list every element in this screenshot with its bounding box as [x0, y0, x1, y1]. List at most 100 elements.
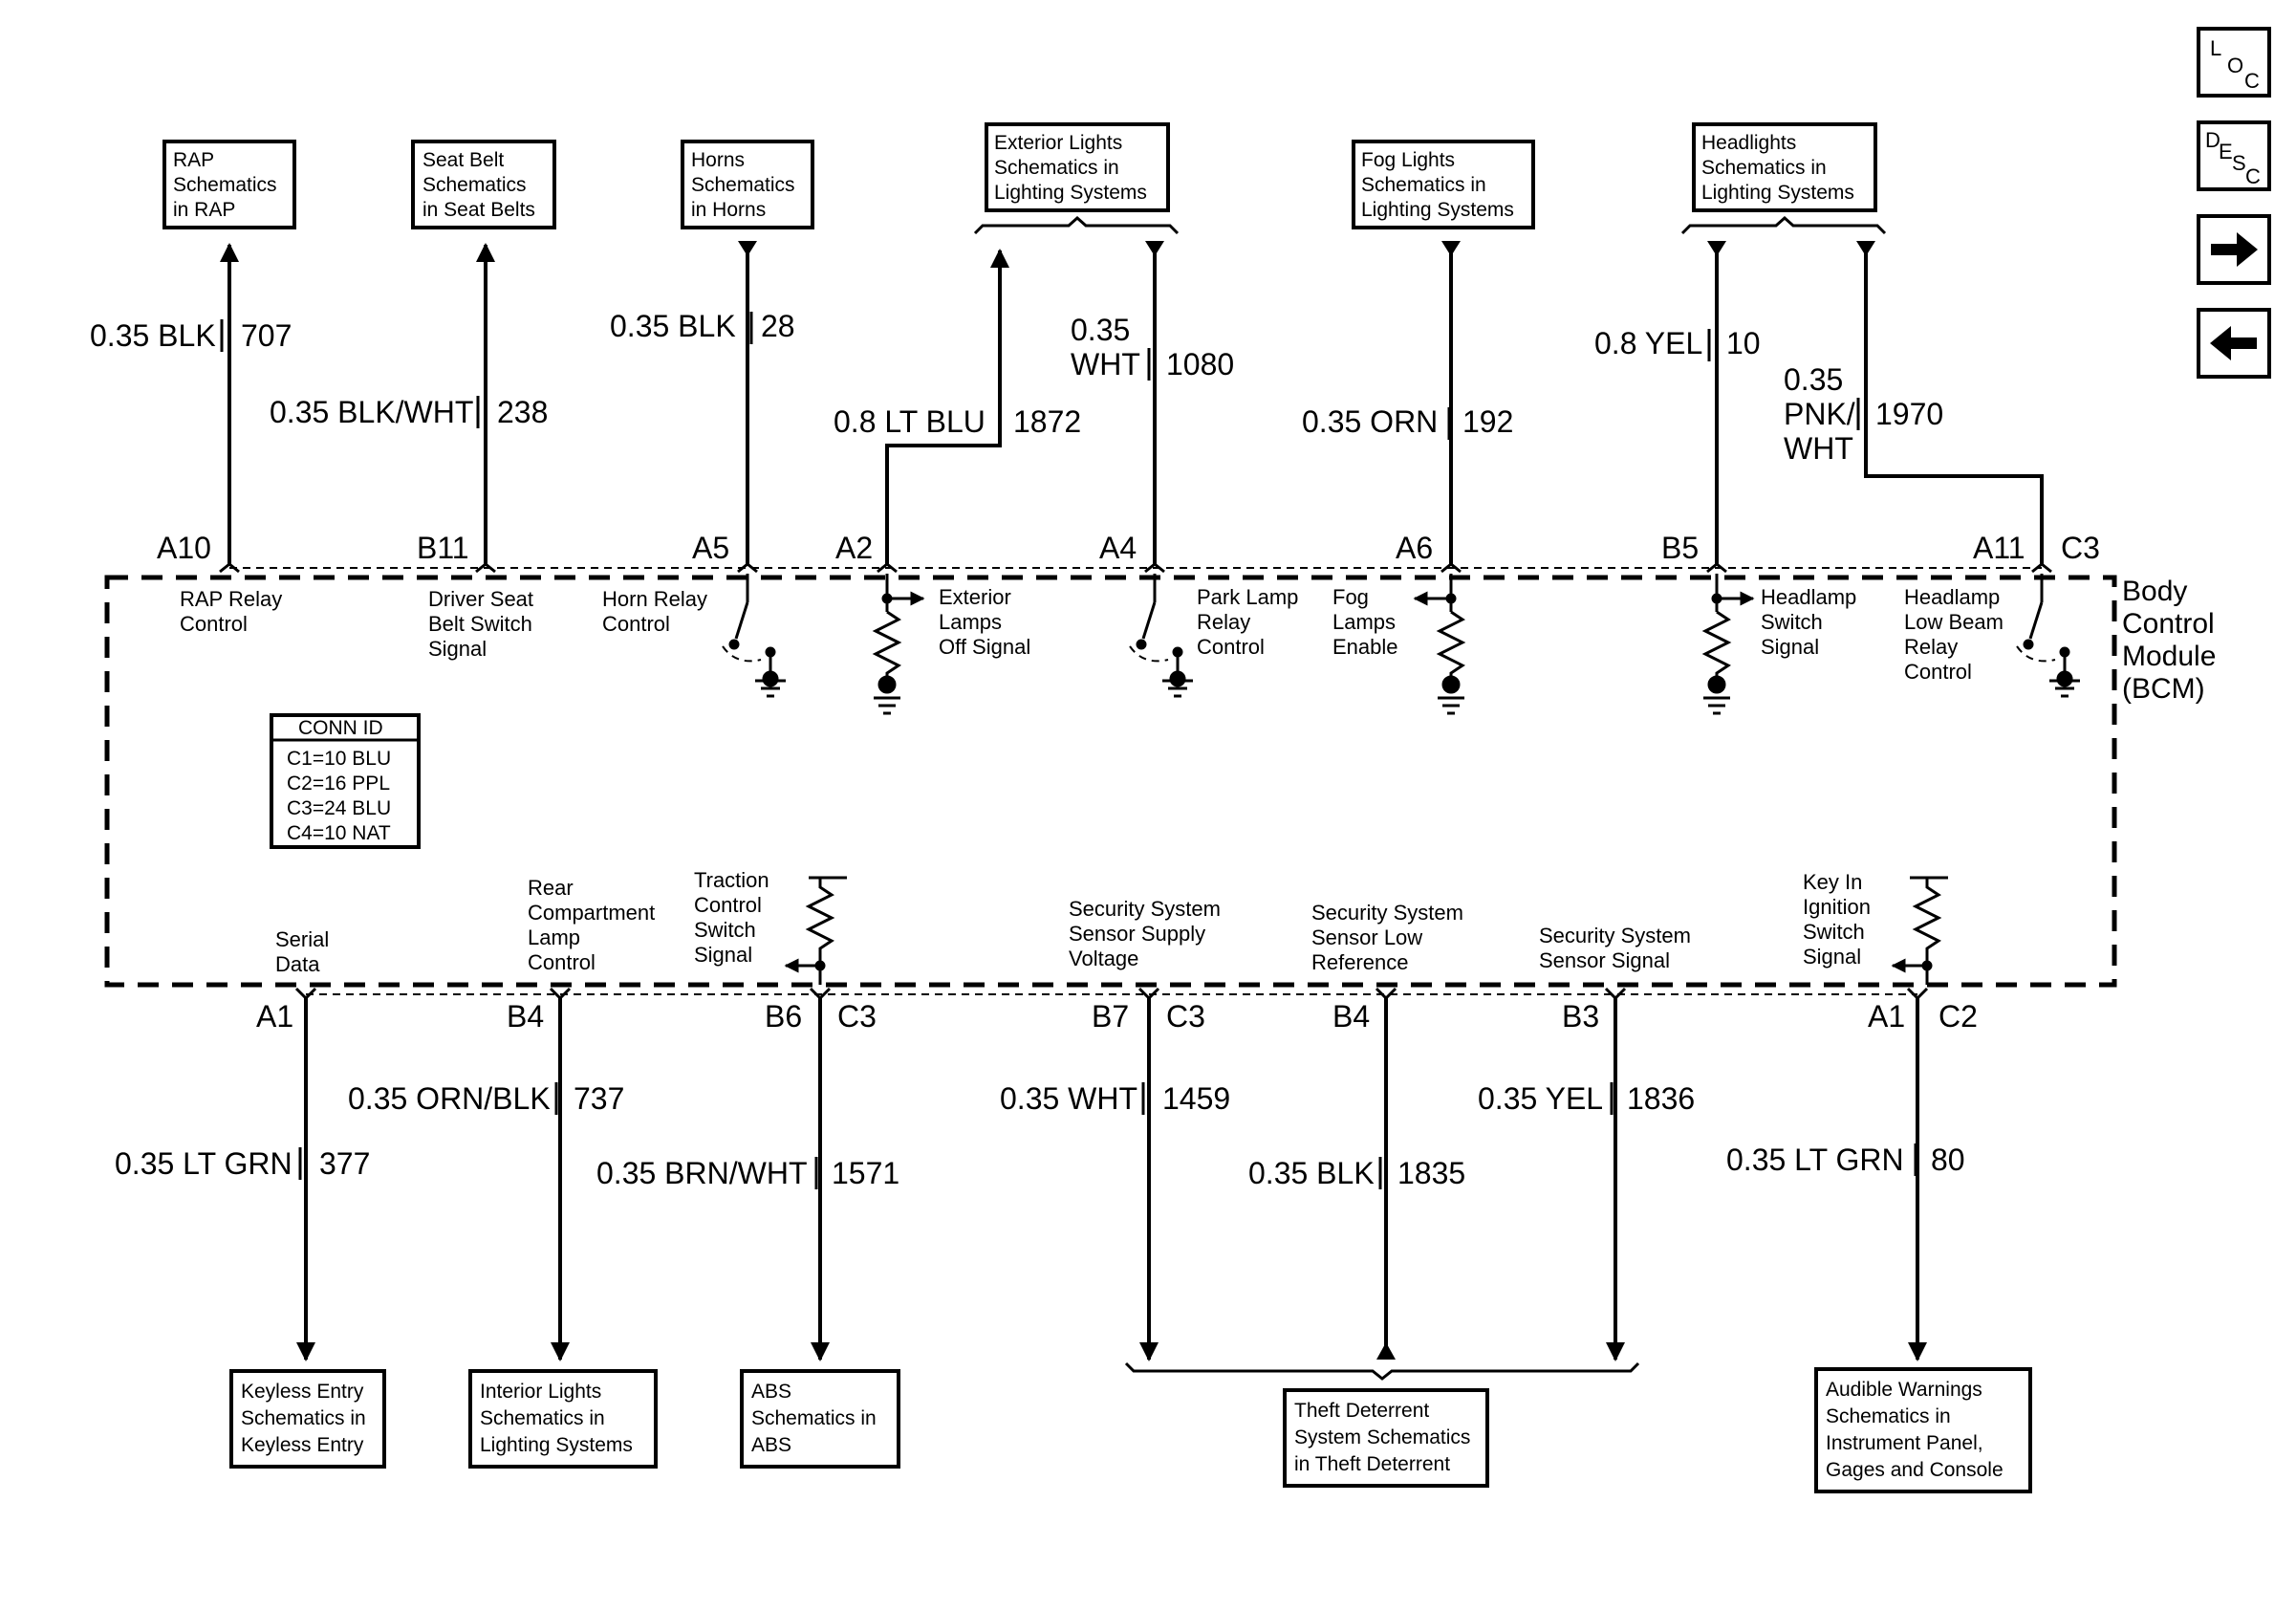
exterior-lamps-input-symbol [872, 574, 925, 715]
loc-button[interactable]: L O C [2197, 27, 2271, 98]
pin-b3: B3 [1562, 999, 1599, 1034]
wire-707-size: 0.35 BLK [90, 318, 216, 353]
signal-horn-relay: Horn Relay Control [602, 587, 707, 636]
wire-1872-circuit: 1872 [1013, 404, 1081, 439]
svg-text:Switch: Switch [1761, 610, 1823, 634]
wire-1836: B3 0.35 YEL 1836 [1478, 998, 1695, 1361]
svg-text:RAP: RAP [173, 149, 214, 171]
conn-c3-top: C3 [2061, 531, 2100, 565]
conn-c2: C2 [1939, 999, 1978, 1034]
wire-80-circuit: 80 [1931, 1143, 1965, 1177]
svg-text:Traction: Traction [694, 868, 769, 892]
keyless-entry-schematics-box[interactable]: Keyless Entry Schematics in Keyless Entr… [229, 1369, 386, 1469]
seatbelt-schematics-box[interactable]: Seat Belt Schematics in Seat Belts [411, 140, 556, 229]
wire-377-circuit: 377 [319, 1146, 370, 1181]
wire-192-circuit: 192 [1462, 404, 1513, 439]
svg-text:D: D [2205, 128, 2220, 152]
abs-schematics-box[interactable]: ABS Schematics in ABS [740, 1369, 900, 1469]
pin-a6: A6 [1396, 531, 1433, 565]
key-in-pullup-symbol [1891, 876, 1948, 985]
wire-1459-size: 0.35 WHT [1000, 1081, 1137, 1116]
svg-text:Schematics in: Schematics in [751, 1407, 877, 1429]
wire-1571-size: 0.35 BRN/WHT [596, 1156, 807, 1190]
prev-page-button[interactable] [2197, 308, 2271, 379]
wire-1872-size: 0.8 LT BLU [834, 404, 986, 439]
signal-exterior-lamps: Exterior Lamps Off Signal [939, 585, 1030, 659]
pin-b7: B7 [1092, 999, 1129, 1034]
pin-b11: B11 [417, 531, 469, 565]
headlights-brace [1680, 215, 1887, 235]
wire-377: A1 0.35 LT GRN 377 [115, 998, 370, 1361]
pin-b5: B5 [1661, 531, 1699, 565]
pin-b4-c1: B4 [507, 999, 544, 1034]
wire-1970-circuit: 1970 [1875, 397, 1943, 431]
wire-28: 0.35 BLK 28 A5 [610, 241, 795, 565]
horns-schematics-box[interactable]: Horns Schematics in Horns [681, 140, 814, 229]
next-page-button[interactable] [2197, 214, 2271, 285]
exterior-lights-brace [973, 215, 1180, 235]
pin-a11: A11 [1973, 531, 2025, 565]
signal-security-supply: Security System Sensor Supply Voltage [1069, 897, 1221, 970]
wire-238: 0.35 BLK/WHT 238 B11 [270, 243, 548, 565]
svg-text:Instrument Panel,: Instrument Panel, [1826, 1432, 1983, 1454]
svg-text:Gages and Console: Gages and Console [1826, 1459, 2004, 1481]
interior-lights-schematics-box[interactable]: Interior Lights Schematics in Lighting S… [468, 1369, 658, 1469]
pin-a1-c2: A1 [1868, 999, 1905, 1034]
svg-text:Module: Module [2122, 641, 2216, 672]
svg-text:Interior Lights: Interior Lights [480, 1381, 601, 1403]
rap-schematics-box[interactable]: RAP Schematics in RAP [162, 140, 296, 229]
svg-text:Keyless Entry: Keyless Entry [241, 1381, 364, 1403]
svg-text:Low Beam: Low Beam [1904, 610, 2004, 634]
theft-deterrent-schematics-box[interactable]: Theft Deterrent System Schematics in The… [1283, 1388, 1489, 1488]
bcm-title: Body Control Module (BCM) [2122, 576, 2216, 705]
svg-text:Lighting Systems: Lighting Systems [1361, 199, 1514, 221]
fog-lamps-output-symbol [1413, 574, 1466, 715]
signal-low-beam-relay: Headlamp Low Beam Relay Control [1904, 585, 2004, 684]
wire-1080-circuit: 1080 [1166, 347, 1234, 381]
wire-1571: B6 C3 0.35 BRN/WHT 1571 [596, 998, 899, 1361]
wire-377-size: 0.35 LT GRN [115, 1146, 292, 1181]
pin-a1-c1: A1 [256, 999, 293, 1034]
signal-traction-control: Traction Control Switch Signal [694, 868, 769, 967]
svg-text:E: E [2219, 140, 2233, 163]
horn-relay-driver-symbol [722, 574, 786, 698]
wire-737: B4 0.35 ORN/BLK 737 [348, 998, 624, 1361]
audible-warnings-schematics-box[interactable]: Audible Warnings Schematics in Instrumen… [1814, 1367, 2032, 1493]
wire-1970-size-1: 0.35 [1784, 362, 1843, 397]
conn-c3-b6: C3 [837, 999, 877, 1034]
svg-text:Control: Control [1197, 635, 1265, 659]
svg-text:Sensor Signal: Sensor Signal [1539, 948, 1670, 972]
svg-text:Schematics in: Schematics in [241, 1407, 366, 1429]
wire-80-size: 0.35 LT GRN [1726, 1143, 1904, 1177]
fog-lights-schematics-box[interactable]: Fog Lights Schematics in Lighting System… [1352, 140, 1535, 229]
exterior-lights-schematics-box[interactable]: Exterior Lights Schematics in Lighting S… [985, 122, 1170, 212]
svg-text:Schematics: Schematics [691, 174, 795, 196]
svg-text:Exterior: Exterior [939, 585, 1011, 609]
svg-text:Driver Seat: Driver Seat [428, 587, 533, 611]
wire-1571-circuit: 1571 [832, 1156, 899, 1190]
left-arrow-icon [2210, 326, 2257, 360]
wire-1872: 0.8 LT BLU 1872 A2 [834, 249, 1081, 565]
wire-1835-size: 0.35 BLK [1248, 1156, 1375, 1190]
wire-10-size: 0.8 YEL [1594, 326, 1702, 360]
svg-text:in Theft Deterrent: in Theft Deterrent [1294, 1453, 1450, 1475]
signal-security-low-ref: Security System Sensor Low Reference [1311, 901, 1463, 974]
theft-deterrent-brace [1124, 1361, 1640, 1381]
svg-text:Control: Control [694, 893, 762, 917]
svg-text:Schematics: Schematics [173, 174, 277, 196]
svg-text:Exterior Lights: Exterior Lights [994, 132, 1122, 154]
svg-text:Control: Control [2122, 608, 2215, 640]
headlamp-switch-input-symbol [1701, 574, 1755, 715]
svg-text:Schematics: Schematics [422, 174, 527, 196]
svg-text:Security System: Security System [1539, 924, 1691, 947]
pin-b6: B6 [765, 999, 802, 1034]
signal-rap-relay: RAP Relay Control [180, 587, 282, 636]
pin-b4-c3: B4 [1332, 999, 1370, 1034]
svg-text:Headlamp: Headlamp [1904, 585, 2000, 609]
wire-10-circuit: 10 [1726, 326, 1761, 360]
svg-text:Signal: Signal [1761, 635, 1819, 659]
headlights-schematics-box[interactable]: Headlights Schematics in Lighting System… [1692, 122, 1877, 212]
desc-button[interactable]: D E S C [2197, 120, 2271, 191]
wire-737-size: 0.35 ORN/BLK [348, 1081, 551, 1116]
svg-text:Rear: Rear [528, 876, 574, 900]
